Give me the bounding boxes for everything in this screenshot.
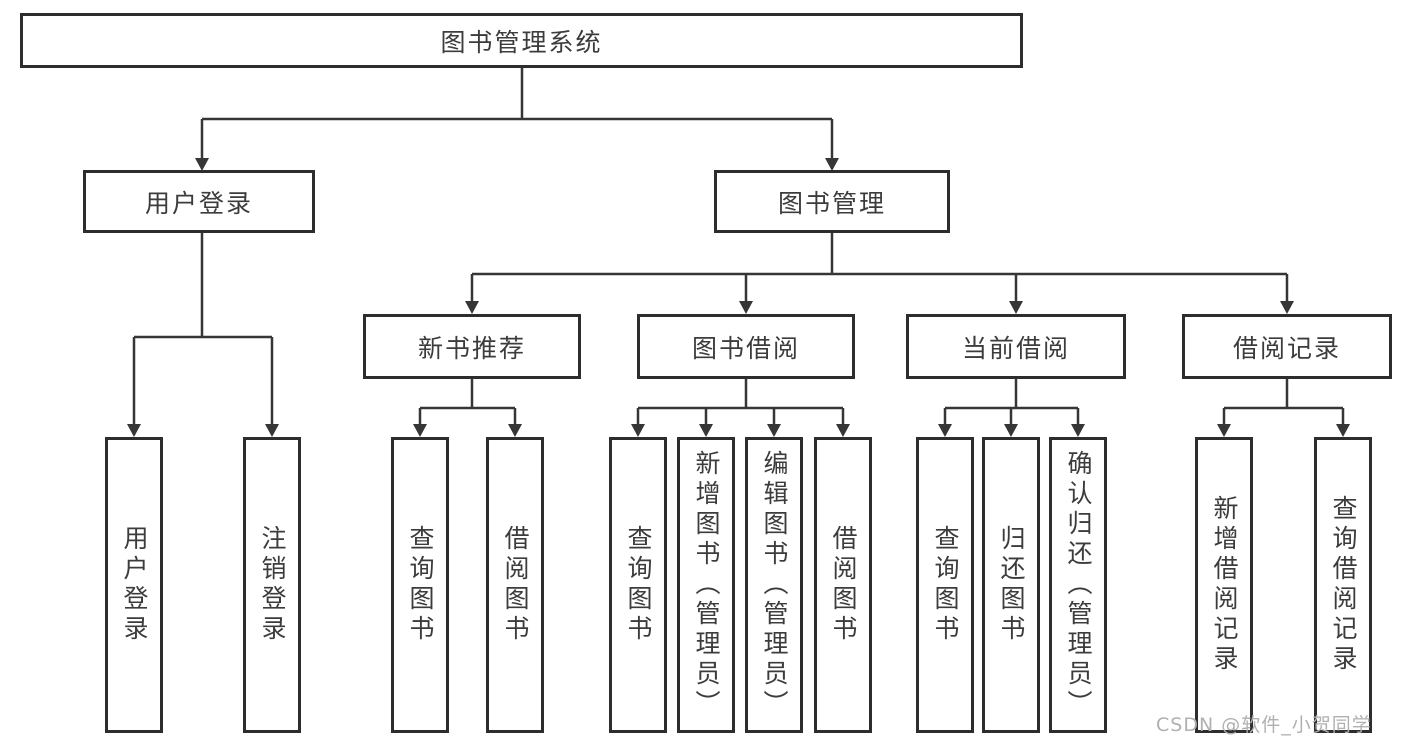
node-root-library-system: 图书管理系统 <box>20 13 1023 68</box>
node-current-borrow: 当前借阅 <box>906 314 1126 379</box>
edge-user-login-to-leaves <box>127 233 279 437</box>
arrowhead-icon <box>413 424 522 437</box>
connector-line <box>132 233 274 426</box>
arrowhead-icon <box>631 424 850 437</box>
leaf-query-books-recommend: 查询图书 <box>391 437 449 733</box>
edge-book-borrow-to-leaves <box>631 379 850 437</box>
leaf-query-books-borrow: 查询图书 <box>609 437 667 733</box>
leaf-query-books-current: 查询图书 <box>916 437 974 733</box>
edge-current-borrow-to-leaves <box>938 379 1085 437</box>
leaf-borrow-books: 借阅图书 <box>814 437 872 733</box>
connector-line <box>470 233 1289 303</box>
node-book-management: 图书管理 <box>714 170 950 233</box>
leaf-return-books: 归还图书 <box>982 437 1040 733</box>
connector-line <box>418 379 517 426</box>
edge-borrow-records-to-leaves <box>1217 379 1350 437</box>
connector-line <box>943 379 1080 426</box>
leaf-borrow-books-recommend: 借阅图书 <box>486 437 544 733</box>
connector-line <box>1222 379 1345 426</box>
csdn-watermark: CSDN @软件_小贺同学 <box>1156 714 1372 736</box>
leaf-logout-login: 注销登录 <box>243 437 301 733</box>
edge-new-book-recommend-to-leaves <box>413 379 522 437</box>
node-book-borrow: 图书借阅 <box>637 314 855 379</box>
leaf-add-book-admin: 新增图书（管理员） <box>677 437 735 733</box>
node-borrow-records: 借阅记录 <box>1182 314 1392 379</box>
arrowhead-icon <box>1217 424 1350 437</box>
leaf-query-borrow-record: 查询借阅记录 <box>1314 437 1372 733</box>
leaf-add-borrow-record: 新增借阅记录 <box>1195 437 1253 733</box>
arrowhead-icon <box>938 424 1085 437</box>
node-new-book-recommend: 新书推荐 <box>363 314 581 379</box>
leaf-edit-book-admin: 编辑图书（管理员） <box>745 437 803 733</box>
edge-book-management-to-level3 <box>465 233 1294 314</box>
leaf-confirm-return-admin: 确认归还（管理员） <box>1049 437 1107 733</box>
leaf-user-login: 用户登录 <box>105 437 163 733</box>
node-user-login: 用户登录 <box>83 170 315 233</box>
connector-line <box>200 68 834 160</box>
arrowhead-icon <box>127 424 279 437</box>
edge-root-to-level2 <box>195 68 839 171</box>
arrowhead-icon <box>465 301 1294 314</box>
connector-line <box>636 379 845 426</box>
